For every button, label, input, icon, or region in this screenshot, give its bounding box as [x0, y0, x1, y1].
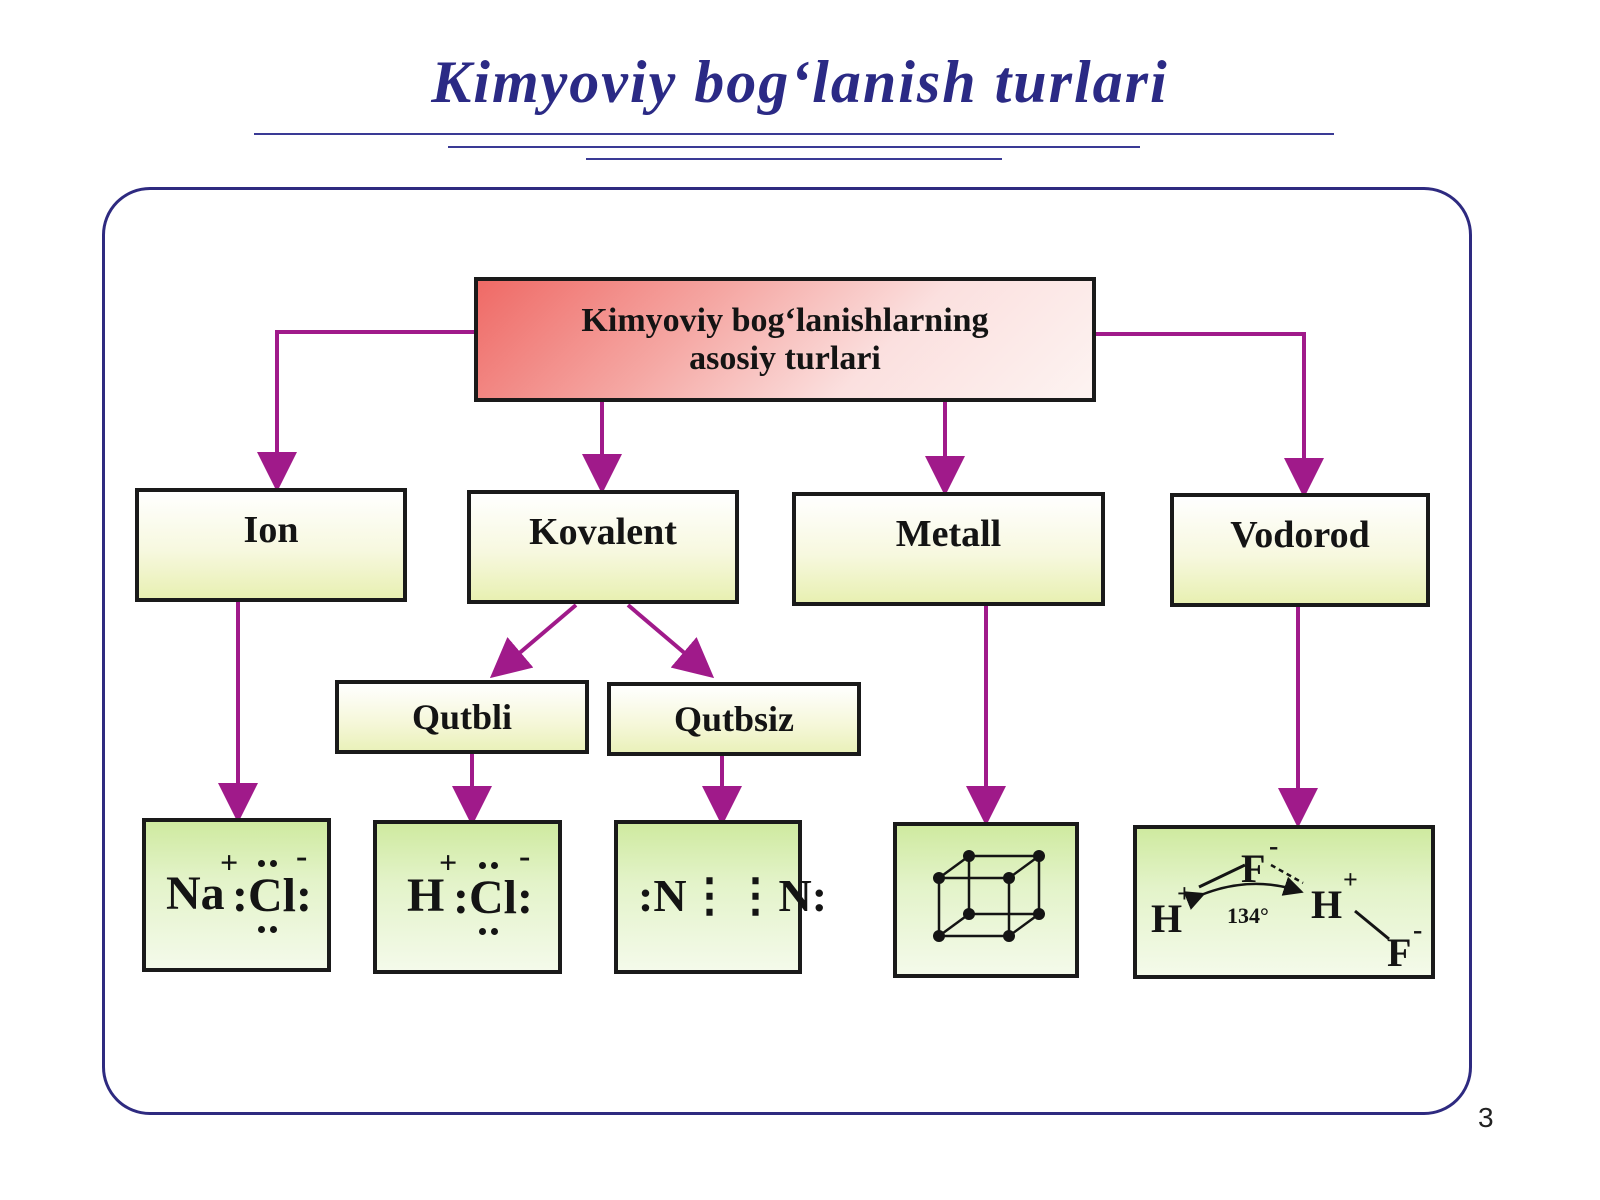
root-box-line2: asosiy turlari: [689, 339, 881, 377]
page-number: 3: [1478, 1102, 1494, 1133]
vodorod-f2-charge: -: [1413, 915, 1423, 946]
electron-dot: [258, 926, 265, 933]
type-box-vodorod: Vodorod: [1170, 493, 1430, 607]
example-ion-cation: Na: [166, 867, 225, 920]
electron-dot: [491, 862, 498, 869]
electron-dot: [491, 928, 498, 935]
electron-dot: [270, 926, 277, 933]
example-ion-anion-charge: -: [296, 838, 308, 875]
electron-dot: [479, 862, 486, 869]
example-ion-cation-charge: +: [220, 844, 239, 880]
example-qutbli-chlorine: :Cl:: [453, 871, 533, 924]
example-qutbli-hydrogen-charge: +: [439, 844, 458, 880]
example-ion-anion: :Cl:: [232, 869, 312, 922]
vodorod-angle: 134°: [1227, 903, 1269, 928]
example-qutbsiz-formula: :N⋮⋮N:: [638, 870, 828, 921]
example-qutbli-hydrogen: H: [407, 869, 445, 922]
slide-title: Kimyoviy bog‘lanish turlari: [431, 49, 1169, 115]
example-box-metall: [893, 822, 1079, 978]
arrow-kovalent-to-qutbli: [489, 603, 578, 679]
example-box-vodorod: H + F - 134° H + F -: [1133, 825, 1435, 979]
electron-dot: [270, 860, 277, 867]
arrow-kovalent-to-qutbsiz: [626, 603, 715, 679]
root-box: Kimyoviy bog‘lanishlarning asosiy turlar…: [474, 277, 1096, 402]
example-qutbli-chlorine-charge: -: [519, 838, 531, 875]
type-box-metall: Metall: [792, 492, 1105, 606]
metal-lattice-cube-icon: [933, 850, 1045, 942]
example-box-ion: Na + :Cl: -: [142, 818, 331, 972]
diagram-frame: [102, 187, 1472, 1115]
type-box-ion: Ion: [135, 488, 407, 602]
vodorod-f1-charge: -: [1269, 831, 1279, 862]
title-underline-3: [586, 158, 1002, 160]
vodorod-h1-charge: +: [1177, 879, 1192, 908]
vodorod-f1: F: [1241, 846, 1266, 891]
type-box-kovalent: Kovalent: [467, 490, 739, 604]
arrow-root-to-vodorod: [1095, 332, 1324, 498]
arrow-root-to-ion: [257, 330, 474, 492]
vodorod-h2-charge: +: [1343, 865, 1358, 894]
vodorod-h2: H: [1311, 882, 1343, 927]
electron-dot: [258, 860, 265, 867]
hydrogen-bond-lines: [1183, 863, 1390, 941]
vodorod-h1: H: [1151, 896, 1183, 941]
vodorod-f2: F: [1387, 930, 1412, 975]
subtype-box-qutbsiz: Qutbsiz: [607, 682, 861, 756]
title-underline-2: [448, 146, 1140, 148]
example-box-qutbli: H + :Cl: -: [373, 820, 562, 974]
title-underline-1: [254, 133, 1334, 135]
example-box-qutbsiz: :N⋮⋮N:: [614, 820, 827, 974]
subtype-box-qutbli: Qutbli: [335, 680, 589, 754]
electron-dot: [479, 928, 486, 935]
root-box-line1: Kimyoviy bog‘lanishlarning: [581, 301, 989, 339]
